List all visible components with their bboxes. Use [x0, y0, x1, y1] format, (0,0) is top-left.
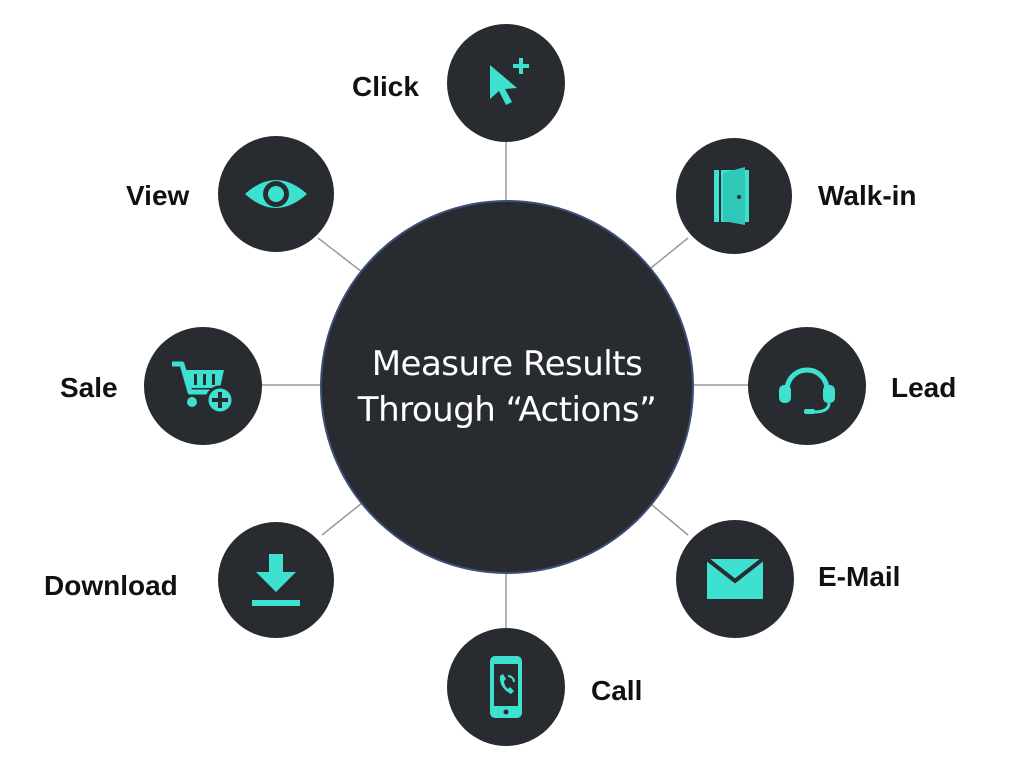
node-view: [218, 136, 334, 252]
node-click: [447, 24, 565, 142]
node-call: [447, 628, 565, 746]
connector-email: [645, 499, 689, 536]
envelope-icon: [705, 557, 765, 599]
node-sale: [144, 327, 262, 445]
connector-view: [317, 237, 363, 273]
label-walk-in: Walk-in: [818, 180, 917, 211]
hub-title-line-2: Through “Actions”: [357, 390, 657, 430]
label-download: Download: [44, 570, 178, 601]
hub-title-line-1: Measure Results: [371, 344, 643, 384]
center-hub: Measure Results Through “Actions”: [320, 200, 694, 574]
node-walk-in: [676, 138, 792, 254]
eye-icon: [245, 180, 307, 208]
node-email: [676, 520, 794, 638]
phone-icon: [490, 656, 522, 718]
headset-icon: [779, 367, 835, 414]
cart-plus-icon: [172, 361, 235, 415]
label-sale: Sale: [60, 372, 118, 403]
node-download: [218, 522, 334, 638]
label-call: Call: [591, 675, 643, 706]
label-click: Click: [352, 71, 419, 102]
label-view: View: [126, 180, 190, 211]
label-lead: Lead: [891, 372, 957, 403]
door-icon: [714, 167, 749, 225]
connector-walk-in: [645, 237, 689, 273]
download-icon: [252, 554, 300, 606]
node-lead: [748, 327, 866, 445]
connector-download: [321, 502, 363, 536]
cursor-plus-icon: [490, 58, 529, 105]
label-email: E-Mail: [818, 561, 901, 592]
